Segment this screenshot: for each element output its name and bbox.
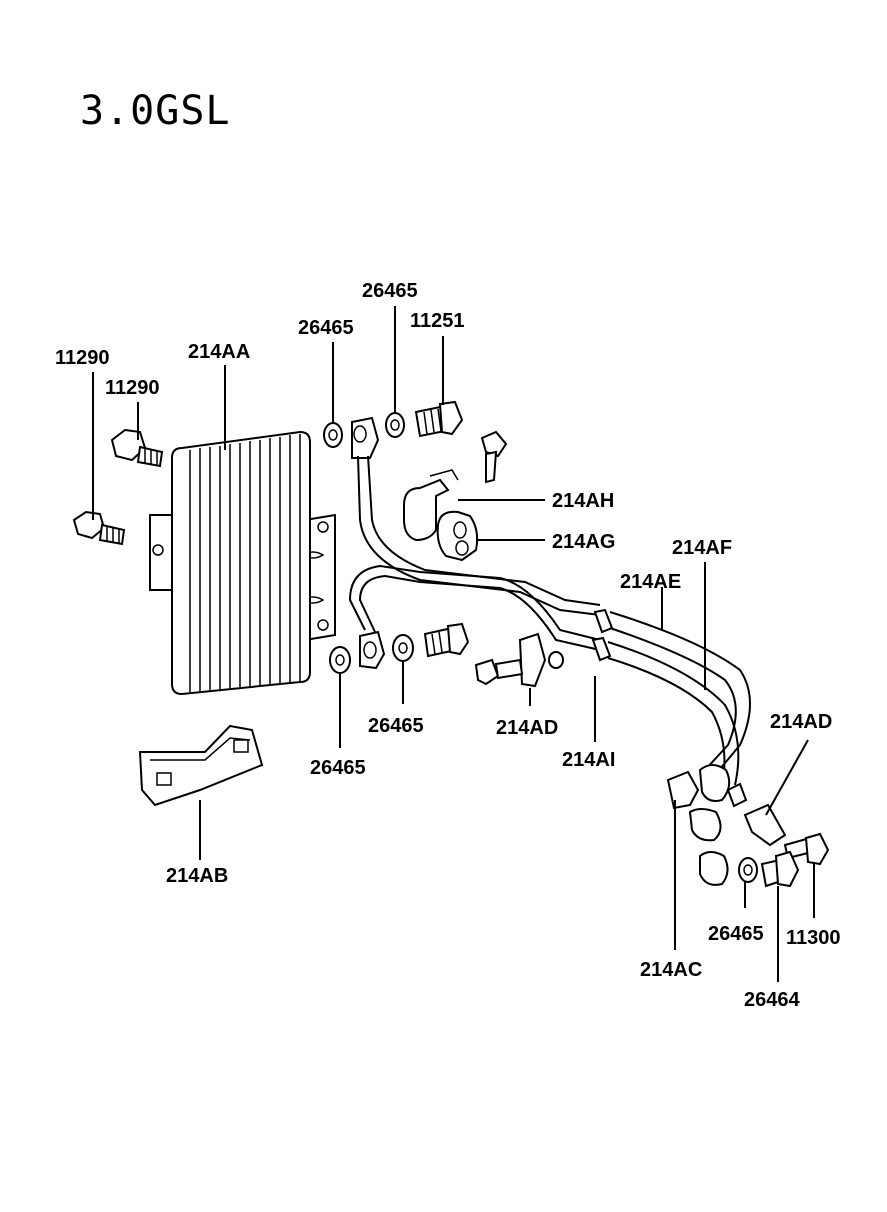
diagram-title: 3.0GSL	[80, 88, 231, 134]
label-214AH: 214AH	[552, 490, 614, 512]
banjo-fitting-lower[interactable]	[359, 630, 386, 670]
label-11251: 11251	[410, 310, 465, 332]
clamp-214AC[interactable]	[666, 764, 731, 886]
label-26465-b: 26465	[362, 280, 418, 302]
label-214AD-b: 214AD	[770, 711, 832, 733]
leader-lines	[92, 306, 815, 982]
label-11300: 11300	[786, 927, 841, 949]
label-214AB: 214AB	[166, 865, 228, 887]
label-26464: 26464	[744, 989, 800, 1011]
cooler-line-tubes[interactable]	[348, 455, 751, 786]
label-26465-e: 26465	[708, 923, 764, 945]
bolt-11290-upper[interactable]	[110, 428, 164, 468]
washer-26465-upper-left[interactable]	[323, 422, 343, 448]
bracket-214AB[interactable]	[138, 724, 264, 807]
clamp-214AD-right[interactable]	[726, 782, 787, 847]
label-11290-b: 11290	[105, 377, 160, 399]
washer-26465-right[interactable]	[738, 857, 758, 883]
label-11290-a: 11290	[55, 347, 110, 369]
grommet-214AI[interactable]	[548, 651, 564, 669]
clamp-214AH[interactable]	[403, 469, 459, 542]
oil-cooler-214AA[interactable]	[149, 430, 336, 696]
banjo-bolt-26464[interactable]	[760, 850, 800, 888]
bolt-11290-lower[interactable]	[72, 510, 126, 546]
label-214AA: 214AA	[188, 341, 250, 363]
banjo-bolt-11251[interactable]	[414, 400, 464, 438]
bolt-11300[interactable]	[783, 832, 830, 866]
grommet-214AG[interactable]	[436, 510, 479, 562]
label-214AC: 214AC	[640, 959, 702, 981]
clip-bolt-upper[interactable]	[480, 430, 508, 484]
washer-26465-upper-right[interactable]	[385, 412, 405, 438]
washer-26465-lower-left[interactable]	[329, 646, 351, 674]
label-214AI: 214AI	[562, 749, 615, 771]
clamp-214AD-left[interactable]	[474, 632, 547, 688]
label-26465-c: 26465	[368, 715, 424, 737]
label-214AG: 214AG	[552, 531, 615, 553]
banjo-bolt-lower[interactable]	[423, 622, 470, 658]
label-214AD-a: 214AD	[496, 717, 558, 739]
banjo-fitting-upper[interactable]	[351, 416, 380, 459]
label-214AF: 214AF	[672, 537, 732, 559]
label-26465-a: 26465	[298, 317, 354, 339]
label-26465-d: 26465	[310, 757, 366, 779]
washer-26465-lower-right[interactable]	[392, 634, 414, 662]
label-214AE: 214AE	[620, 571, 681, 593]
